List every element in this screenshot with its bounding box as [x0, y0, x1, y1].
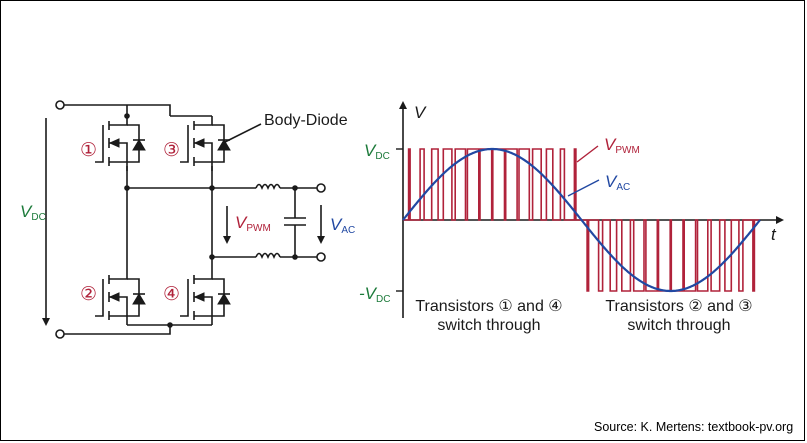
chart-y-axis-label: V [414, 103, 426, 122]
chart-vac-label: VAC [605, 172, 631, 193]
caption-right-line1: Transistors ② and ③ [605, 298, 753, 315]
mosfet-gate [95, 279, 104, 317]
waveform-chart [396, 101, 784, 318]
body-diode-pointer [224, 123, 262, 143]
mosfet-transistor [180, 116, 231, 171]
inductor-upper [255, 183, 281, 191]
mosfet-transistor [180, 270, 231, 325]
caption-right-line2: switch through [627, 317, 731, 334]
mosfet-transistor [95, 270, 146, 325]
vac-series-line [402, 147, 761, 293]
circuit-vac-label: VAC [330, 215, 356, 236]
vac-pointer [567, 179, 600, 197]
vpwm-pointer [576, 145, 599, 163]
inductor-lower [255, 252, 281, 260]
transistor-number-4: ④ [163, 284, 181, 305]
body-diode-icon [132, 139, 146, 151]
mosfet-arrow [193, 138, 205, 148]
circuit-diagram [42, 100, 326, 339]
dc-minus-terminal [55, 329, 65, 339]
mosfet-arrow [108, 292, 120, 302]
caption-left: Transistors ① and ④ switch through [403, 297, 575, 335]
junction-dot [292, 185, 298, 191]
dc-plus-terminal [55, 100, 65, 110]
body-diode-label: Body-Diode [264, 112, 348, 129]
junction-dots [124, 113, 298, 328]
caption-left-line2: switch through [437, 317, 541, 334]
ac-terminal-lower [316, 252, 326, 262]
circuit-vpwm-label: VPWM [235, 213, 271, 234]
capacitor [284, 188, 306, 257]
chart-vpwm-label: VPWM [604, 135, 640, 156]
caption-right: Transistors ② and ③ switch through [588, 297, 770, 335]
junction-dot [167, 322, 173, 328]
bottom-rail-wire [64, 324, 212, 335]
caption-left-line1: Transistors ① and ④ [415, 298, 563, 315]
mosfet-arrow [108, 138, 120, 148]
body-diode-icon [217, 139, 231, 151]
junction-dot [209, 185, 215, 191]
ac-terminal-upper [316, 183, 326, 193]
chart-x-axis-label: t [771, 225, 776, 244]
mosfet-transistor [95, 116, 146, 171]
body-diode-icon [132, 293, 146, 305]
transistor-group [95, 116, 231, 325]
vdc-label: VDC [20, 202, 46, 223]
mosfet-arrow [193, 292, 205, 302]
transistor-number-3: ③ [163, 140, 181, 161]
transistor-number-1: ① [80, 140, 98, 161]
transistor-number-2: ② [80, 284, 98, 305]
chart-vdc-tick-label: VDC [364, 141, 390, 162]
top-rail-wire [64, 104, 212, 117]
junction-dot [209, 254, 215, 260]
mosfet-gate [180, 279, 189, 317]
junction-dot [124, 185, 130, 191]
mosfet-gate [95, 125, 104, 163]
body-diode-icon [217, 293, 231, 305]
mosfet-gate [180, 125, 189, 163]
source-credit: Source: K. Mertens: textbook-pv.org [594, 420, 794, 434]
junction-dot [292, 254, 298, 260]
chart-neg-vdc-tick-label: -VDC [359, 284, 391, 305]
